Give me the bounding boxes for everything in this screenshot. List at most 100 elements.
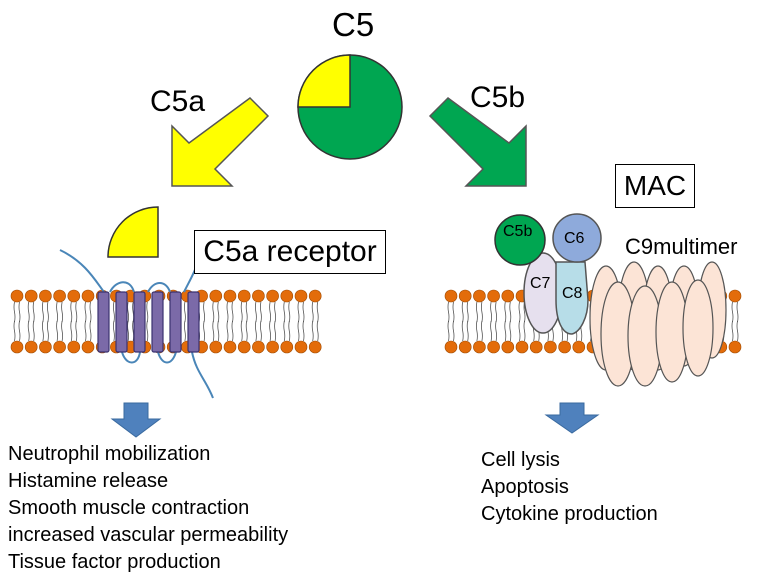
lipid-tail [32,320,35,342]
lipid-tail [495,301,498,323]
c5-title: C5 [332,6,375,43]
c9-multimer [589,261,727,387]
lipid-head [24,340,38,354]
lipid-tail [736,301,739,323]
c5a-receptor-protein [59,249,214,399]
lipid-tail [480,301,483,323]
c5a-fragment [107,206,159,258]
lipid-head [67,289,81,303]
c5b-outcome-list: Cell lysis Apoptosis Cytokine production [481,447,658,528]
lipid-tail [288,320,291,342]
lipid-head [458,340,472,354]
lipid-tail [495,320,498,342]
lipid-tail [302,320,305,342]
lipid-head [728,340,742,354]
lipid-tail [226,301,229,323]
lipid-tail [259,301,262,323]
lipid-tail [504,301,507,323]
lipid-head [24,289,38,303]
c7-component-label: C7 [530,275,551,292]
lipid-tail [27,301,30,323]
lipid-tail [18,301,21,323]
c5a-outcome-list: Neutrophil mobilization Histamine releas… [8,441,288,576]
lipid-head [81,289,95,303]
c5b-component-label: C5b [503,223,533,240]
lipid-head [473,289,486,303]
lipid-head [10,289,24,303]
lipid-head [473,340,486,354]
lipid-head [209,340,223,354]
list-item: Tissue factor production [8,551,221,573]
lipid-head [501,340,515,354]
lipid-tail [254,320,257,342]
lipid-tail [41,320,44,342]
list-item: Cytokine production [481,503,658,525]
lipid-head [728,289,742,303]
lipid-tail [490,301,493,323]
lipid-head [544,340,557,354]
lipid-head [10,340,24,354]
lipid-head [223,289,237,303]
c8-component [555,261,589,335]
mac-complex [494,213,727,387]
lipid-head [444,289,458,303]
lipid-head [280,289,294,303]
lipid-tail [288,301,291,323]
lipid-tail [466,301,469,323]
lipid-head [237,289,251,303]
lipid-head [572,340,586,354]
lipid-tail [217,301,220,323]
lipid-tail [461,320,464,342]
c6-component [552,213,602,263]
c5a-arrow [171,97,270,187]
lipid-tail [475,301,478,323]
lipid-tail [231,320,234,342]
left-membrane [10,289,322,354]
lipid-head [444,340,458,354]
lipid-tail [736,320,739,342]
c5a-receptor-label: C5a receptor [194,230,386,274]
lipid-tail [245,301,248,323]
lipid-tail [302,301,305,323]
lipid-tail [212,320,215,342]
lipid-tail [731,301,734,323]
lipid-tail [41,301,44,323]
lipid-head [294,289,308,303]
lipid-tail [27,320,30,342]
lipid-tail [75,301,78,323]
lipid-tail [112,320,115,342]
lipid-head [280,340,294,354]
lipid-head [237,340,251,354]
lipid-head [223,340,237,354]
lipid-head [67,340,81,354]
lipid-tail [480,320,483,342]
lipid-tail [245,320,248,342]
lipid-tail [274,320,277,342]
list-item: increased vascular permeability [8,524,289,546]
lipid-tail [46,301,49,323]
lipid-tail [452,320,455,342]
c5-molecule [297,54,403,160]
lipid-tail [509,320,512,342]
lipid-tail [466,320,469,342]
lipid-tail [183,320,186,342]
c5b-arrow [428,97,527,187]
lipid-tail [518,301,521,323]
lipid-head [53,340,66,354]
lipid-tail [231,301,234,323]
lipid-tail [56,320,59,342]
lipid-tail [259,320,262,342]
lipid-head [266,289,279,303]
c8-component-label: C8 [562,285,583,302]
lipid-tail [89,301,92,323]
lipid-tail [13,320,16,342]
lipid-tail [56,301,59,323]
lipid-tail [112,301,115,323]
left-outcome-arrow [110,402,162,438]
lipid-tail [127,320,130,342]
lipid-head [53,289,66,303]
lipid-tail [311,301,314,323]
lipid-tail [18,320,21,342]
lipid-tail [316,301,319,323]
lipid-tail [283,320,286,342]
